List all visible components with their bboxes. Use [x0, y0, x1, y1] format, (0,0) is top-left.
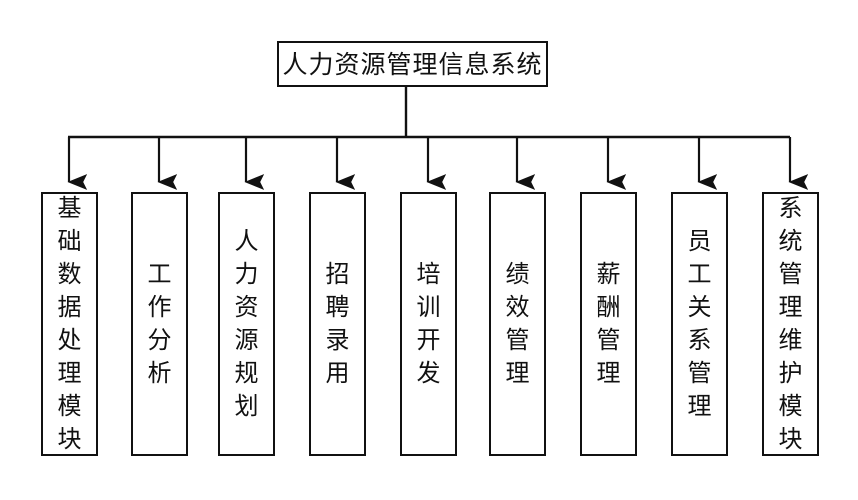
module-label: 人力资源规划	[234, 227, 259, 420]
root-node-label: 人力资源管理信息系统	[282, 49, 543, 79]
module-label: 系统管理维护模块	[778, 194, 803, 453]
module-box-hr-planning[interactable]: 人力资源规划	[218, 192, 275, 456]
module-label: 员工关系管理	[687, 227, 712, 420]
module-box-compensation-management[interactable]: 薪酬管理	[580, 192, 637, 456]
module-box-recruitment[interactable]: 招聘录用	[309, 192, 366, 456]
module-box-system-admin-maintenance[interactable]: 系统管理维护模块	[762, 192, 819, 456]
module-label: 薪酬管理	[596, 260, 621, 387]
module-label: 工作分析	[147, 260, 172, 387]
drop-lines	[67, 137, 809, 190]
module-box-basic-data-processing[interactable]: 基础数据处理模块	[41, 192, 98, 456]
root-node-box[interactable]: 人力资源管理信息系统	[277, 41, 548, 87]
module-label: 招聘录用	[325, 260, 350, 387]
module-box-training-development[interactable]: 培训开发	[400, 192, 457, 456]
module-box-performance-management[interactable]: 绩效管理	[489, 192, 546, 456]
module-box-job-analysis[interactable]: 工作分析	[131, 192, 188, 456]
module-label: 培训开发	[416, 260, 441, 387]
module-label: 基础数据处理模块	[57, 194, 82, 453]
module-box-employee-relations[interactable]: 员工关系管理	[671, 192, 728, 456]
module-label: 绩效管理	[505, 260, 530, 387]
